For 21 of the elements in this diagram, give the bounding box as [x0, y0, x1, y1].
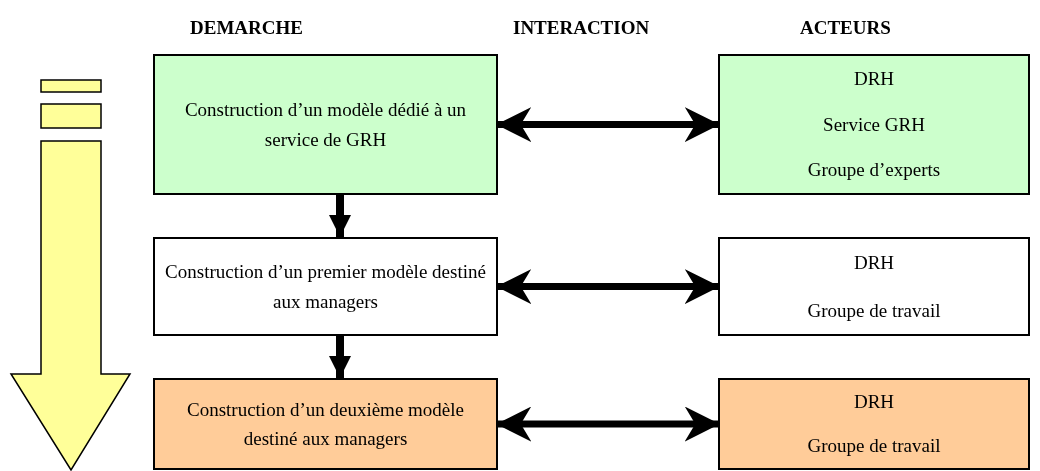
- box-text: DRH: [853, 251, 895, 276]
- box-text: Groupe de travail: [807, 298, 941, 323]
- process-box: [153, 378, 498, 470]
- box-text: Construction d’un modèle dédié à un service de GRH: [183, 98, 468, 152]
- process-box: [718, 378, 1030, 470]
- process-box: [153, 237, 498, 336]
- column-heading: ACTEURS: [800, 16, 891, 40]
- process-box: [718, 237, 1030, 336]
- box-text: Construction d’un premier modèle destiné aux managers: [164, 260, 487, 314]
- box-text: Service GRH: [823, 112, 925, 137]
- arrow: [328, 195, 352, 237]
- process-box: [718, 54, 1030, 195]
- box-text: Groupe d’experts: [807, 158, 941, 183]
- column-heading: DEMARCHE: [190, 16, 303, 40]
- box-text: DRH: [853, 390, 895, 415]
- box-text: Construction d’un deuxième modèle destiné aux managers: [186, 397, 465, 451]
- process-box: [153, 54, 498, 195]
- column-heading: INTERACTION: [513, 16, 650, 40]
- arrow: [328, 336, 352, 378]
- box-text: Groupe de travail: [807, 434, 941, 459]
- box-text: DRH: [853, 67, 895, 92]
